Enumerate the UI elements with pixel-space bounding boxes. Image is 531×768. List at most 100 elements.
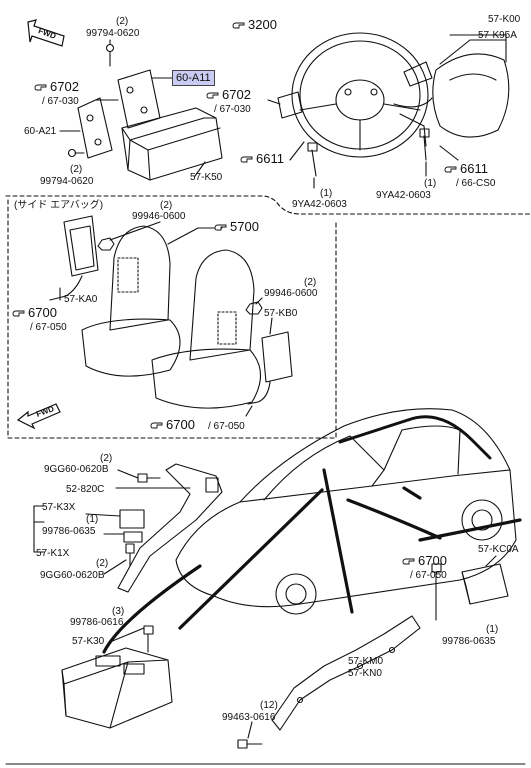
part-label-9gg60-0620b-top[interactable]: 9GG60-0620B [44,464,109,475]
nut-icon [97,237,115,251]
steering-switch-left [277,91,303,119]
sensor-edge [461,571,471,605]
ref-6700-left[interactable]: 6700 [12,306,57,320]
part-label-9ya42-0603-left[interactable]: 9YA42-0603 [292,199,347,210]
part-label-60-a11-highlighted[interactable]: 60-A11 [172,70,215,86]
part-label-99794-0620-top[interactable]: 99794-0620 [86,28,140,39]
part-label-99786-0635-mid[interactable]: 99786-0635 [42,526,96,537]
part-label-57-k1x[interactable]: 57-K1X [36,548,70,559]
ref-number: 6611 [460,161,488,176]
bracket-hole [86,114,94,122]
part-label-9ya42-0603-right[interactable]: 9YA42-0603 [376,190,431,201]
qty-label: (2) [160,200,173,211]
part-label-99946-0600-left[interactable]: 99946-0600 [132,211,186,222]
leader-line [85,513,121,517]
side-airbag-frame-dashed [7,199,337,439]
seat-airbag-hatch [117,257,139,293]
qty-label: (1) [486,624,499,635]
control-unit-edge [61,659,169,729]
part-label-57-k95a[interactable]: 57-K95A [478,30,517,41]
bracket-hole [126,86,134,94]
pointing-hand-icon [34,84,47,90]
leader-line [289,141,305,161]
steering-switch-right [403,61,433,87]
part-label-9gg60-0620b-bottom[interactable]: 9GG60-0620B [40,570,105,581]
bracket-hole [140,106,148,114]
ref-6611-right-sub: / 66-CS0 [456,178,496,189]
module-edge [129,139,151,181]
leader-line [109,627,145,643]
ref-6700-bottom[interactable]: 6700 [150,418,195,432]
ref-6611-right[interactable]: 6611 [444,162,488,176]
leader-line [109,221,161,241]
car-window-rear [383,425,461,475]
qty-label: (12) [260,700,278,711]
part-label-57-k30[interactable]: 57-K30 [72,636,105,647]
part-label-57-k00[interactable]: 57-K00 [488,14,521,25]
ref-6611-left[interactable]: 6611 [240,152,284,166]
ref-number: 6702 [222,87,251,102]
rail-bracket-plate [205,477,219,493]
seat-group [49,215,293,417]
seat-airbag-hatch [217,311,237,345]
part-label-60-a21[interactable]: 60-A21 [24,126,57,137]
side-airbag-harness [247,381,271,405]
pointing-hand-icon [214,224,227,230]
pointing-hand-icon [150,422,163,428]
pointer-stroke [102,564,202,654]
part-label-99786-0616[interactable]: 99786-0616 [70,617,124,628]
part-label-99786-0635-right[interactable]: 99786-0635 [442,636,496,647]
part-label-99794-0620-bottom[interactable]: 99794-0620 [40,176,94,187]
part-label-57-kc0a[interactable]: 57-KC0A [478,544,519,555]
part-label-57-kb0[interactable]: 57-KB0 [264,308,298,319]
pointing-hand-icon [444,166,457,172]
ref-3200[interactable]: 3200 [232,18,277,32]
part-label-57-k50[interactable]: 57-K50 [190,172,223,183]
part-label-99946-0600-right[interactable]: 99946-0600 [264,288,318,299]
mount-clip [356,662,364,670]
pointer-stroke [402,486,422,500]
qty-label: (2) [96,558,109,569]
leader-line [247,721,253,739]
bolt-icon [431,563,442,621]
control-unit-connector [95,655,121,667]
leader-line [449,34,507,63]
bolt-icon [105,43,115,67]
bolt-icon [137,473,161,483]
steering-spokes [299,103,421,151]
seat-back-rear [109,225,171,331]
part-label-57-kn0[interactable]: 57-KN0 [348,668,382,679]
car-hub [471,509,493,531]
airbag-harness [399,113,427,147]
seat-cushion-front [151,348,262,409]
part-label-52-820c[interactable]: 52-820C [66,484,105,495]
car-wheel-rear [461,499,503,541]
pointer-stroke [418,518,522,542]
seat-rail-bracket [117,463,223,593]
bolt-icon [125,543,135,567]
part-label-57-k3x[interactable]: 57-K3X [42,502,76,513]
ref-6700-right[interactable]: 6700 [402,554,447,568]
pointing-hand-icon [402,558,415,564]
seat-cushion-rear [81,318,181,377]
leader-line [267,99,281,105]
ref-5700[interactable]: 5700 [214,220,259,234]
part-label-57-ka0[interactable]: 57-KA0 [64,294,98,305]
ref-6700-bottom-sub: / 67-050 [208,421,245,432]
ref-number: 3200 [248,17,277,32]
ref-6702-mid[interactable]: 6702 [206,88,251,102]
qty-label: (2) [100,453,113,464]
car-belt-line [239,469,511,503]
part-label-57-km0[interactable]: 57-KM0 [348,656,384,667]
qty-label: (1) [86,514,99,525]
leader-line [439,145,459,161]
part-label-99463-0616[interactable]: 99463-0616 [222,712,276,723]
module-edge [147,127,221,151]
car-wheel-front [275,573,317,615]
fwd-arrow-mid-icon [16,403,61,430]
ref-6702-left[interactable]: 6702 [34,80,79,94]
airbag-control-unit [61,647,173,729]
fwd-arrow-icon: FWD [24,16,68,55]
car-body-outline [175,408,517,608]
